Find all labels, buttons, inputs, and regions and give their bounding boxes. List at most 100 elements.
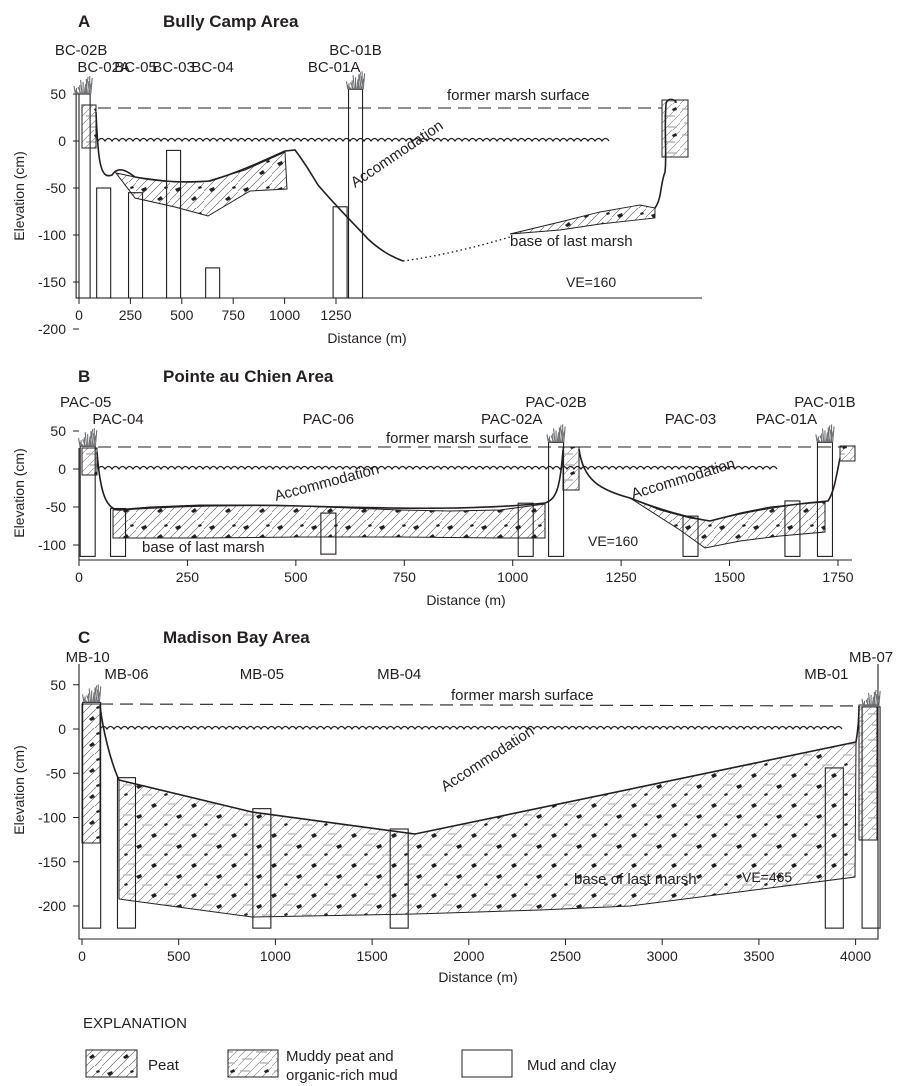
panel-c-deposit-mb10 [81,703,101,844]
panel-b-deposit-pac05 [81,447,98,476]
panel-a-deposit-bc02b [81,104,97,149]
panel-b-xtick-label: 500 [284,569,308,585]
core-mb-06 [116,777,137,929]
panel-b: B Pointe au Chien Area former marsh surf… [11,367,856,608]
panel-c-xtick-label: 2500 [550,948,581,964]
panel-c-xtick-label: 1000 [260,948,291,964]
panel-a-ytick-label: 50 [50,86,66,102]
core-label-mb-06: MB-06 [104,666,148,683]
panel-c-axes [78,664,879,940]
panel-b-ylabel: Elevation (cm) [11,448,27,537]
panel-b-y-ticks: 500-50-100 [38,423,79,553]
panel-b-xtick-label: 750 [393,569,417,585]
panel-b-deposit-left [112,503,546,539]
legend-swatch-mud [461,1049,513,1078]
panel-b-base-label: base of last marsh [142,539,265,556]
panel-a-base-label: base of last marsh [510,233,633,250]
panel-c-xtick-label: 4000 [840,948,871,964]
core-label-pac-05: PAC-05 [60,394,111,411]
panel-c-accommodation-label: Accommodation [438,723,537,796]
panel-a-y-ticks: 500-50-100-150-200 [38,86,79,337]
panel-c-present-surface [99,705,860,835]
panel-b-xtick-label: 1250 [606,569,637,585]
panel-c-xtick-label: 3000 [647,948,678,964]
core-label-bc-02b: BC-02B [55,42,108,59]
core-label-pac-03: PAC-03 [665,411,716,428]
panel-b-ytick-label: -50 [46,499,66,515]
panel-c-xtick-label: 1500 [357,948,388,964]
panel-c-base-label: base of last marsh [574,871,697,888]
marsh-grass-bc-02b [73,76,93,95]
core-pac-01a [784,500,801,557]
panel-a-xtick-label: 750 [222,307,246,323]
panel-b-former-surface-label: former marsh surface [386,430,529,447]
panel-a-xtick-label: 1000 [269,307,300,323]
panel-a-deposit-right [509,204,656,235]
panel-b-deposit-right [629,497,826,549]
panel-c-title: Madison Bay Area [163,628,310,647]
legend-title: EXPLANATION [83,1015,187,1032]
panel-b-ve-label: VE=160 [588,533,638,549]
panel-b-xtick-label: 250 [176,569,200,585]
panel-c-ytick-label: -200 [38,898,66,914]
panel-c-ytick-label: 0 [58,721,66,737]
panel-b-title: Pointe au Chien Area [163,367,334,386]
panel-c-former-surface-label: former marsh surface [451,687,594,704]
panel-c-xtick-label: 500 [167,948,191,964]
panel-c-xtick-label: 3500 [743,948,774,964]
panel-b-ytick-label: 0 [58,461,66,477]
core-pac-01b [816,441,834,557]
panel-a-surface-right [654,98,677,209]
panel-c-ytick-label: -100 [38,810,66,826]
core-label-bc-04: BC-04 [191,59,234,76]
core-label-bc-01b: BC-01B [329,42,382,59]
core-label-mb-05: MB-05 [240,666,284,683]
panel-a-former-surface-label: former marsh surface [447,87,590,104]
panel-a-water-surface [97,137,610,143]
core-label-pac-01a: PAC-01A [756,411,817,428]
legend-item-peat: Peat [85,1049,180,1078]
panel-a-xtick-label: 500 [170,307,194,323]
core-bc-03 [166,149,182,299]
panel-a-xlabel: Distance (m) [327,330,406,346]
panel-c-ytick-label: -50 [46,765,66,781]
panel-c-xtick-label: 0 [78,948,86,964]
panel-c: C Madison Bay Area former marsh surface … [11,628,893,985]
core-label-pac-02b: PAC-02B [525,394,586,411]
core-label-mb-04: MB-04 [377,666,421,683]
panel-c-ve-label: VE=465 [742,869,792,885]
marsh-grass-pac-02b [546,424,566,443]
panel-a-deposit-bc01b [661,99,689,158]
panel-b-accommodation-label-2: Accommodation [629,455,737,503]
panel-c-former-surface-line [99,703,859,707]
panel-b-xtick-label: 1750 [822,569,853,585]
core-bc-05 [127,192,144,299]
core-label-pac-06: PAC-06 [303,411,354,428]
core-label-mb-10: MB-10 [66,649,110,666]
legend-item-mud: Mud and clay [461,1049,617,1078]
panel-b-xtick-label: 1000 [497,569,528,585]
panel-a-ytick-label: 0 [58,133,66,149]
core-label-pac-02a: PAC-02A [481,411,542,428]
panel-c-water-surface [99,725,843,731]
panel-a: A Bully Camp Area former marsh surface b… [11,12,702,346]
core-mb-05 [252,808,272,929]
panel-a-ve-label: VE=160 [566,274,616,290]
core-label-bc-05: BC-05 [114,59,157,76]
core-pac-04 [109,507,127,557]
legend-label-peat: Peat [148,1057,180,1074]
panel-a-ytick-label: -200 [38,321,66,337]
panel-a-dotted-extension [402,236,511,262]
panel-c-ytick-label: 50 [50,677,66,693]
panel-c-xlabel: Distance (m) [438,969,517,985]
core-label-pac-01b: PAC-01B [794,394,855,411]
core-pac-03 [682,515,699,557]
panel-a-xtick-label: 0 [75,307,83,323]
core-mb-04 [389,828,409,929]
panel-a-ytick-label: -150 [38,274,66,290]
core-bc-04 [205,267,221,299]
panel-c-xtick-label: 2000 [453,948,484,964]
